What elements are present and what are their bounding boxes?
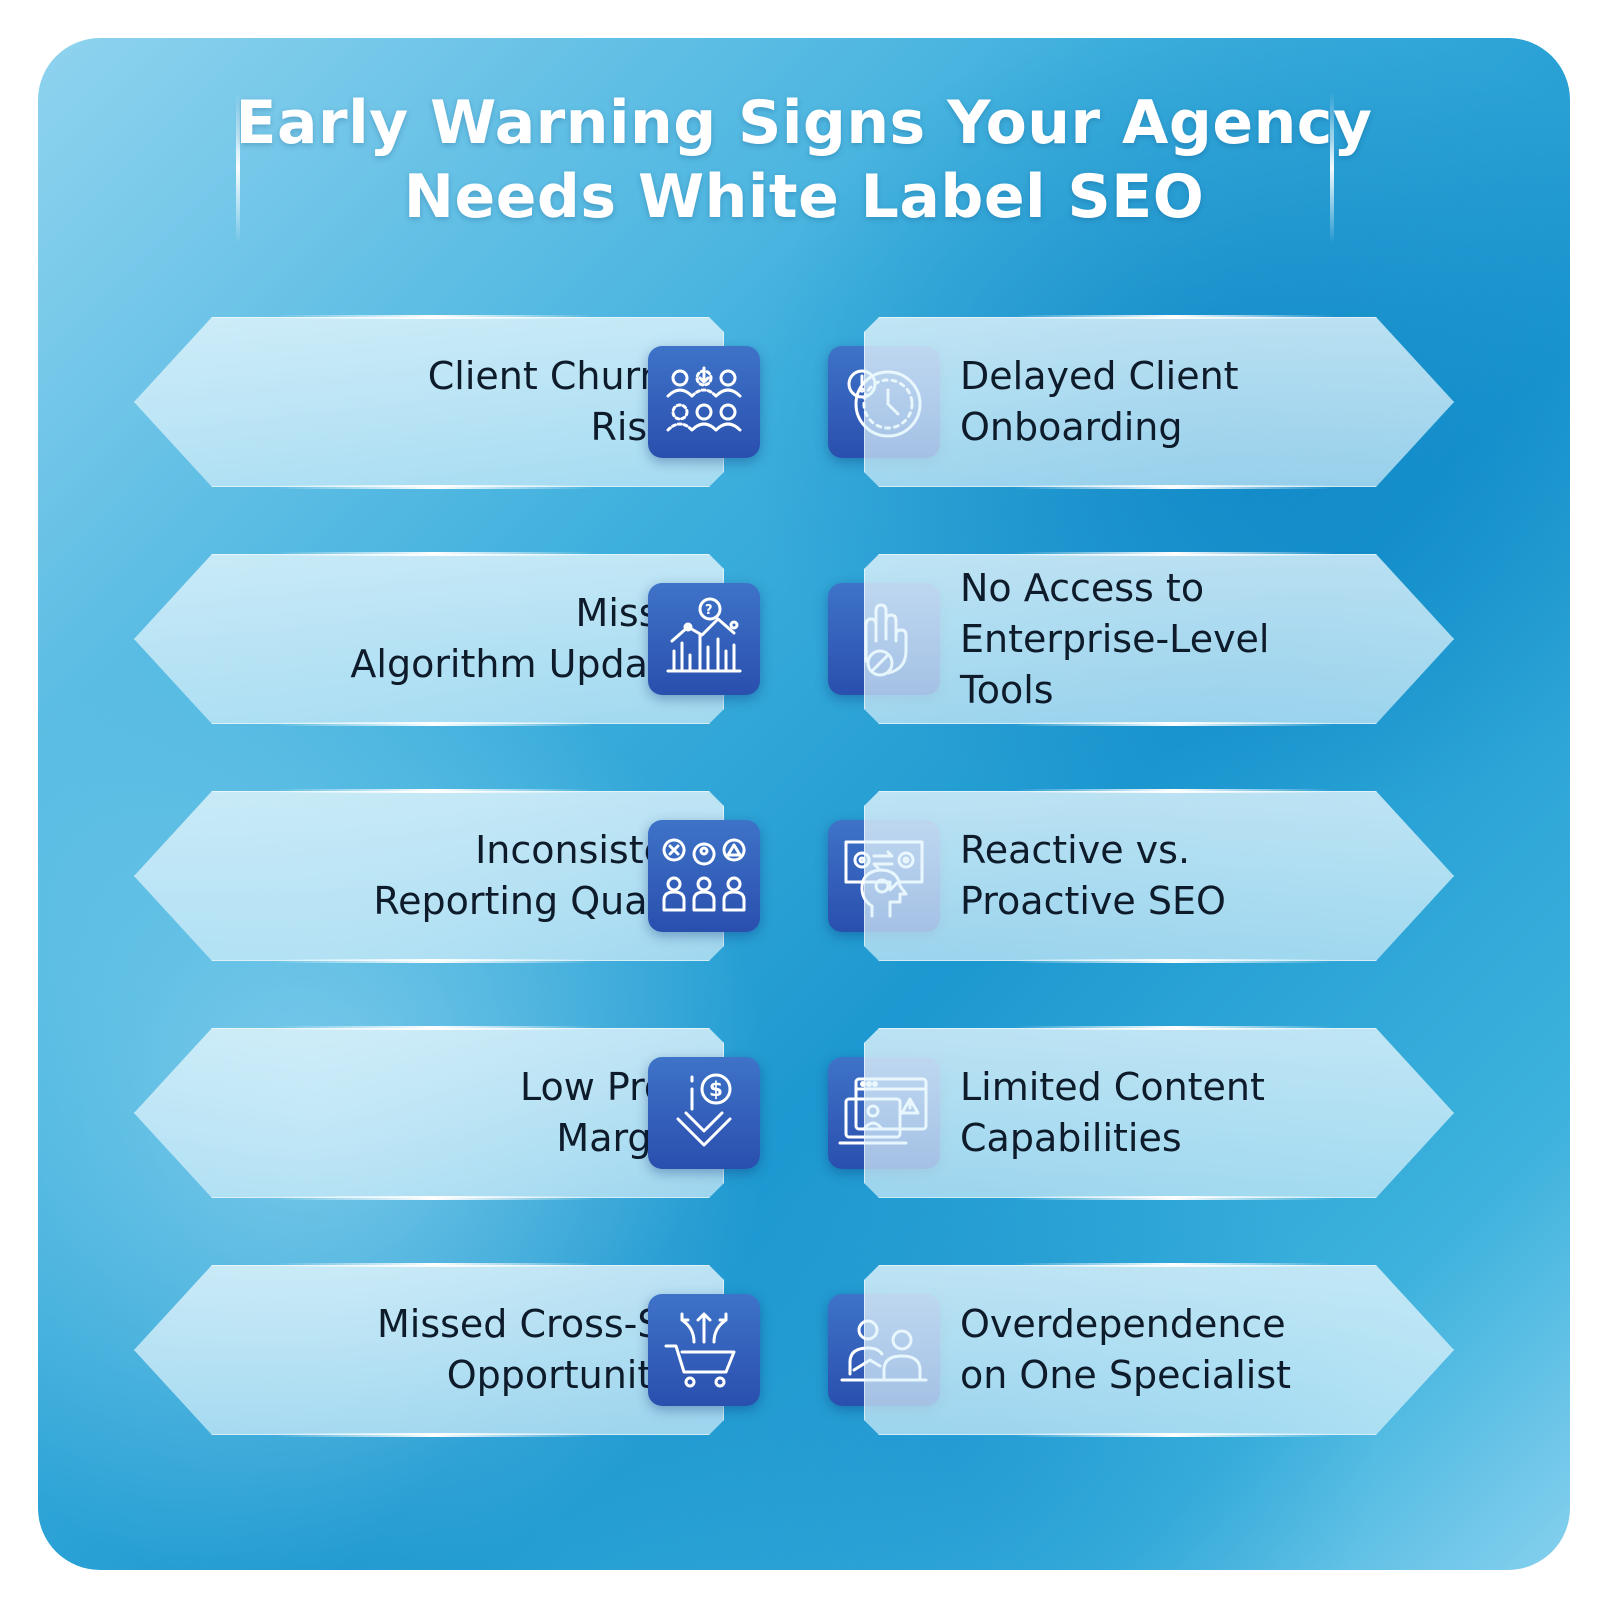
sign-missed-cross-sell: Missed Cross-Sell Opportunities	[134, 1263, 724, 1437]
plate-glow	[274, 1263, 594, 1267]
sign-label: Client Churn is Rising	[226, 317, 706, 487]
infographic-card: Early Warning Signs Your Agency Needs Wh…	[38, 38, 1570, 1570]
plate-glow	[1014, 1433, 1334, 1437]
plate-glow	[274, 789, 594, 793]
plate-glow	[1014, 552, 1334, 556]
sign-client-churn: Client Churn is Rising	[134, 315, 724, 489]
title-line: Needs White Label SEO	[403, 162, 1205, 232]
plate-glow	[274, 315, 594, 319]
sign-label: Reactive vs. Proactive SEO	[960, 791, 1440, 961]
sign-plate	[134, 791, 724, 961]
plate-glow	[1014, 315, 1334, 319]
sign-overdependence-specialist: Overdependence on One Specialist	[864, 1263, 1454, 1437]
plate-glow	[274, 552, 594, 556]
sign-label: Missed Algorithm Updates	[226, 554, 706, 724]
sign-plate	[134, 1028, 724, 1198]
sign-low-profit-margins: Low Profit Margins	[134, 1026, 724, 1200]
sign-label: Delayed Client Onboarding	[960, 317, 1440, 487]
plate-glow	[1014, 485, 1334, 489]
sign-no-enterprise-tools: No Access to Enterprise-Level Tools	[864, 552, 1454, 726]
algorithm-chart-icon: ?	[648, 583, 760, 695]
sign-label: Missed Cross-Sell Opportunities	[226, 1265, 706, 1435]
sign-plate	[864, 791, 1454, 961]
plate-glow	[274, 1026, 594, 1030]
light-flare	[1330, 93, 1334, 243]
sign-label-line: Algorithm Updates	[350, 642, 706, 686]
sign-plate	[134, 1265, 724, 1435]
sign-label-line: Enterprise-Level	[960, 616, 1270, 661]
plate-glow	[274, 485, 594, 489]
plate-glow	[1014, 1263, 1334, 1267]
sign-label: Inconsistent Reporting Quality	[226, 791, 706, 961]
sign-missed-algorithm-updates: Missed Algorithm Updates	[134, 552, 724, 726]
page-title: Early Warning Signs Your Agency Needs Wh…	[38, 86, 1570, 234]
sign-label-line: Onboarding	[960, 405, 1183, 449]
sign-plate	[864, 1265, 1454, 1435]
sign-label-line: on One Specialist	[960, 1353, 1292, 1397]
sign-label-line: Delayed Client	[960, 354, 1239, 398]
dollar-down-arrow-icon: $	[648, 1057, 760, 1169]
plate-glow	[274, 959, 594, 963]
client-churn-users-icon	[648, 346, 760, 458]
svg-text:?: ?	[705, 603, 713, 618]
sign-label-line: Capabilities	[960, 1116, 1182, 1160]
plate-glow	[1014, 1196, 1334, 1200]
sign-plate	[134, 317, 724, 487]
sign-plate	[134, 554, 724, 724]
plate-glow	[1014, 959, 1334, 963]
sign-inconsistent-reporting: Inconsistent Reporting Quality	[134, 789, 724, 963]
title-line: Early Warning Signs Your Agency	[235, 88, 1373, 158]
shopping-cart-arrows-icon	[648, 1294, 760, 1406]
plate-glow	[1014, 722, 1334, 726]
sign-label-line: Tools	[960, 667, 1054, 712]
sign-reactive-vs-proactive: Reactive vs. Proactive SEO	[864, 789, 1454, 963]
sign-delayed-onboarding: Delayed Client Onboarding	[864, 315, 1454, 489]
reporting-people-icon	[648, 820, 760, 932]
sign-label: Low Profit Margins	[226, 1028, 706, 1198]
sign-label-line: Reactive vs.	[960, 828, 1191, 872]
sign-plate	[864, 554, 1454, 724]
plate-glow	[274, 1433, 594, 1437]
sign-plate	[864, 317, 1454, 487]
sign-label-line: Overdependence	[960, 1302, 1286, 1346]
sign-label-line: Proactive SEO	[960, 879, 1226, 923]
light-flare	[236, 93, 240, 243]
sign-label-line: Limited Content	[960, 1065, 1265, 1109]
plate-glow	[1014, 789, 1334, 793]
plate-glow	[274, 1196, 594, 1200]
sign-label: No Access to Enterprise-Level Tools	[960, 554, 1440, 724]
sign-label: Limited Content Capabilities	[960, 1028, 1440, 1198]
sign-label: Overdependence on One Specialist	[960, 1265, 1440, 1435]
plate-glow	[1014, 1026, 1334, 1030]
sign-plate	[864, 1028, 1454, 1198]
sign-limited-content: Limited Content Capabilities	[864, 1026, 1454, 1200]
plate-glow	[274, 722, 594, 726]
svg-text:$: $	[709, 1077, 723, 1101]
sign-label-line: No Access to	[960, 565, 1205, 610]
